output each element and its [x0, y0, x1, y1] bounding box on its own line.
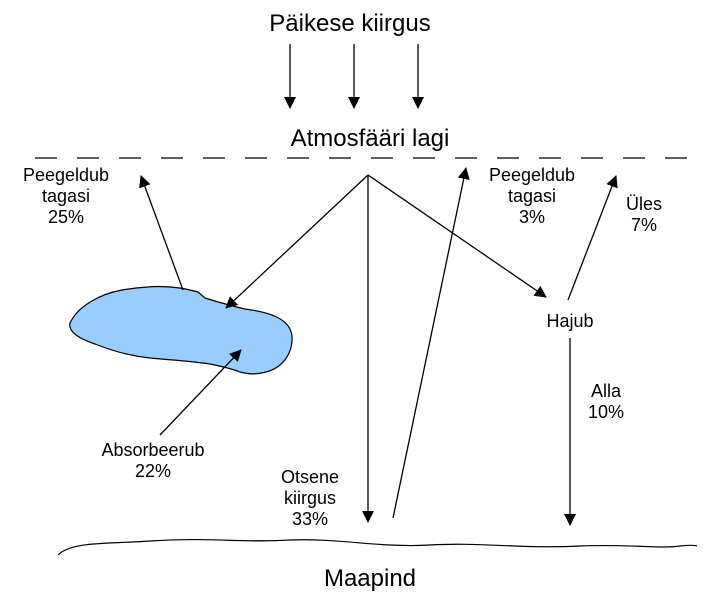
- direct-radiation-label: Otsene kiirgus 33%: [280, 467, 340, 529]
- cloud-shape: [69, 285, 293, 375]
- arrow-up: [567, 175, 618, 301]
- scattered-down-label: Alla 10%: [587, 381, 625, 422]
- scattered-label: Hajub: [546, 311, 594, 331]
- incoming-radiation-arrows: [284, 44, 424, 109]
- ground-line: [57, 538, 698, 556]
- ground-label: Maapind: [323, 565, 417, 592]
- diagram-title: Päikese kiirgus: [269, 10, 431, 37]
- arrow-absorb: [159, 349, 242, 436]
- arrow-reflect-cloud: [139, 175, 184, 291]
- atmosphere-top-label: Atmosfääri lagi: [290, 125, 450, 152]
- arrow-to-cloud: [225, 174, 369, 309]
- reflected-ground-label: Peegeldub tagasi 3%: [488, 165, 576, 227]
- arrow-reflect-ground: [392, 167, 470, 519]
- absorbed-label: Absorbeerub 22%: [101, 440, 205, 481]
- arrow-scatter: [367, 174, 547, 298]
- flow-arrows: [139, 167, 618, 526]
- reflected-cloud-label: Peegeldub tagasi 25%: [22, 165, 110, 227]
- scattered-up-label: Üles 7%: [625, 194, 662, 235]
